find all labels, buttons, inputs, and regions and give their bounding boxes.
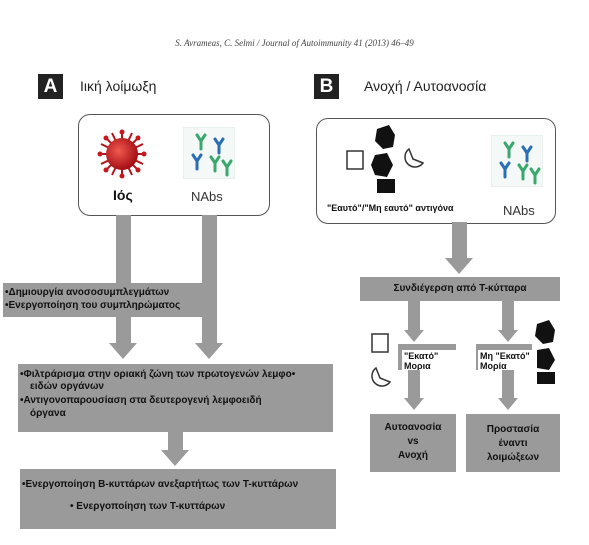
self-antigen-icon [371, 333, 392, 387]
filtration-text-1: •Φιλτράρισμα στην οριακή ζώνη των πρωτογ… [20, 369, 296, 380]
antibodies-icon [491, 135, 543, 187]
complex-formation-text: •Δημιουργία ανοσοσυμπλεγμάτων [5, 287, 170, 298]
arrow-box2-shaft [168, 432, 183, 452]
infection-protection-box: Προστασία έναντι λοιμώξεων [466, 414, 560, 472]
arrow-autoimmunity-shaft [408, 370, 420, 400]
arrow-protection-head [498, 398, 518, 410]
arrow-autoimmunity-head [404, 398, 424, 410]
filtration-text-2: ειδών οργάνων [30, 381, 104, 392]
arrow-box1-shaft [116, 317, 131, 345]
panel-b-source-box: "Εαυτό"/"Μη εαυτό" αντιγόνα NAbs [316, 118, 556, 224]
presentation-text-1: •Αντιγονοπαρουσίαση στα δευτερογενή λεμφ… [20, 395, 262, 406]
arrow-self-shaft [408, 301, 420, 331]
arrow-self-head [404, 330, 424, 342]
arrow-b-top-head [445, 258, 473, 274]
t-cell-costimulation-box: Συνδιέγερση από Τ-κύτταρα [360, 277, 560, 301]
arrow-nonself-shaft [502, 301, 514, 331]
arrow-nonself-head [498, 330, 518, 342]
nabs-label-a: NAbs [191, 189, 223, 204]
arrow-virus-shaft [116, 215, 131, 285]
arrow-nabs-head [195, 343, 223, 359]
autoimmunity-text: Αυτοανοσία [384, 422, 442, 433]
t-cell-costimulation-text: Συνδιέγερση από Τ-κύτταρα [393, 283, 527, 294]
b-cell-activation-text: •Ενεργοποίηση Β-κυττάρων ανεξαρτήτως των… [22, 479, 299, 490]
infections-text: λοιμώξεων [486, 452, 540, 463]
panel-a-title: Ιική λοίμωξη [80, 78, 157, 94]
arrow-nabs-shaft [202, 215, 217, 343]
antibodies-icon [183, 127, 235, 179]
virus-label: Ιός [113, 187, 133, 203]
panel-a-letter: A [38, 74, 63, 99]
presentation-text-2: όργανα [30, 408, 66, 419]
complement-activation-text: •Ενεργοποίηση του συμπληρώματος [5, 300, 181, 311]
versus-text: vs [407, 436, 419, 447]
panel-b-title: Ανοχή / Αυτοανοσία [364, 78, 487, 94]
arrow-protection-shaft [502, 370, 514, 400]
nabs-label-b: NAbs [503, 203, 535, 218]
protection-text: Προστασία [486, 424, 540, 435]
antigen-label: "Εαυτό"/"Μη εαυτό" αντιγόνα [327, 203, 454, 213]
complex-formation-box: •Δημιουργία ανοσοσυμπλεγμάτων •Ενεργοποί… [3, 283, 203, 317]
autoimmunity-vs-tolerance-box: Αυτοανοσία vs Ανοχή [370, 414, 456, 472]
panel-a-source-box: Ιός NAbs [78, 114, 270, 216]
nonself-molecules-box: Μη "Εκατό" Μορία [476, 344, 532, 372]
cell-activation-box: •Ενεργοποίηση Β-κυττάρων ανεξαρτήτως των… [20, 469, 336, 529]
arrow-box1-head [109, 343, 137, 359]
against-text: έναντι [498, 438, 528, 449]
arrow-b-top-shaft [452, 222, 467, 260]
panel-b-letter: B [314, 74, 339, 99]
nonself-antigen-icon [535, 320, 555, 384]
virus-icon [97, 129, 147, 179]
self-molecules-text: "Εκατό" Μορια [402, 350, 456, 372]
nonself-molecules-text: Μη "Εκατό" Μορία [478, 350, 532, 372]
tolerance-text: Ανοχή [397, 450, 429, 461]
antigen-shapes-icon [346, 125, 425, 193]
filtration-presentation-box: •Φιλτράρισμα στην οριακή ζώνη των πρωτογ… [18, 364, 333, 432]
self-molecules-box: "Εκατό" Μορια [398, 344, 456, 372]
journal-citation: S. Avrameas, C. Selmi / Journal of Autoi… [175, 38, 414, 48]
arrow-box2-head [161, 450, 189, 466]
t-cell-activation-text: • Ενεργοποίηση των Τ-κυττάρων [70, 501, 226, 512]
